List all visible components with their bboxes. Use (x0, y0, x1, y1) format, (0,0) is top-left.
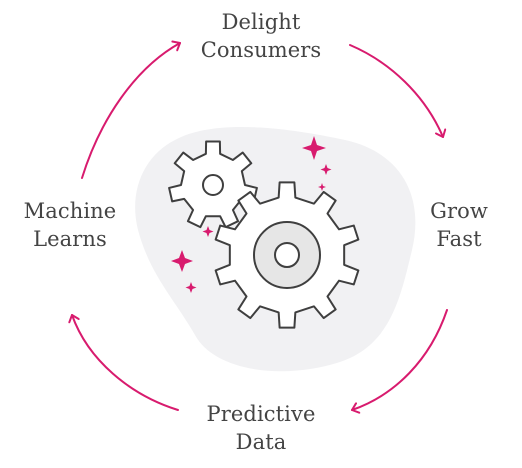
cycle-label-delight-consumers: Delight Consumers (186, 8, 336, 64)
label-line: Machine (23, 199, 117, 223)
sparkles (171, 136, 332, 293)
sparkle-icon (202, 226, 214, 237)
sparkle-icon (320, 164, 332, 175)
gears-icon (168, 140, 360, 329)
cycle-label-grow-fast: Grow Fast (404, 197, 514, 253)
label-line: Delight (221, 10, 301, 34)
label-line: Learns (33, 227, 107, 251)
arrow-left-to-top (81, 40, 181, 179)
label-line: Data (235, 430, 287, 454)
label-line: Grow (430, 199, 488, 223)
label-line: Consumers (200, 38, 322, 62)
label-line: Fast (436, 227, 482, 251)
cycle-label-machine-learns: Machine Learns (6, 197, 134, 253)
arrow-right-to-bottom (351, 309, 448, 414)
arrow-top-to-right (349, 44, 447, 138)
big-gear-hole (274, 242, 300, 268)
cycle-label-predictive-data: Predictive Data (186, 400, 336, 456)
sparkle-icon (185, 282, 197, 293)
small-gear-hole (202, 174, 224, 196)
arrow-bottom-to-left (68, 314, 179, 411)
sparkle-icon (318, 183, 326, 191)
sparkle-icon (171, 250, 193, 272)
label-line: Predictive (206, 402, 316, 426)
sparkle-icon (302, 136, 326, 160)
